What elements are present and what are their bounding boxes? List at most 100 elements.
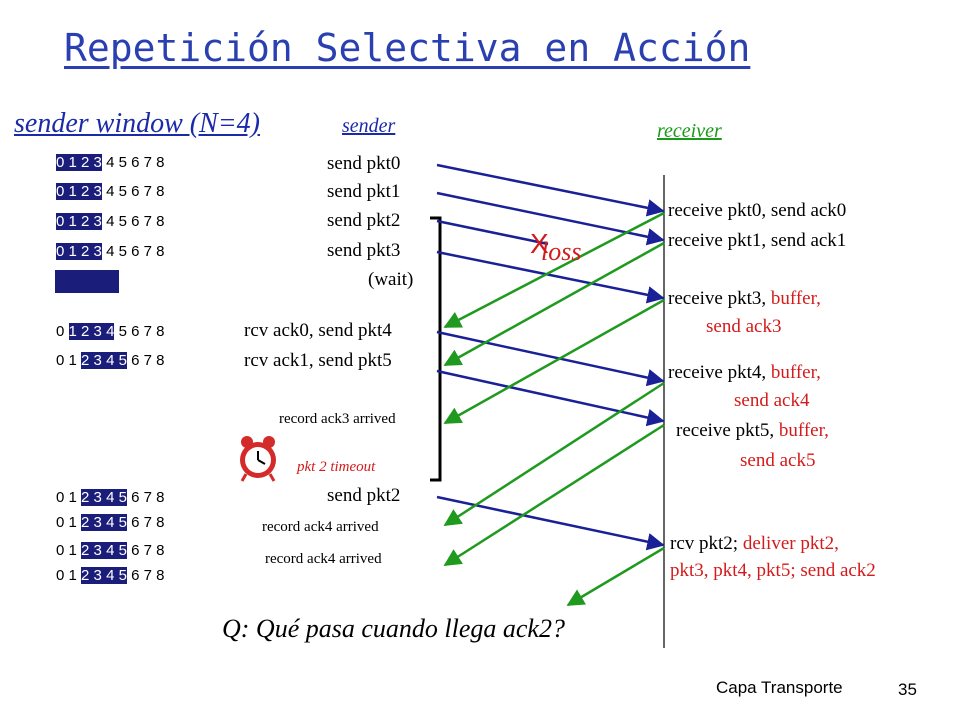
window-seq-gap bbox=[114, 489, 119, 506]
window-seq-number: 1 bbox=[68, 352, 77, 369]
window-seq-gap bbox=[101, 352, 107, 369]
window-seq-number-active: 4 bbox=[106, 542, 115, 559]
window-seq-number-active: 5 bbox=[118, 567, 127, 584]
window-seq-number: 7 bbox=[143, 154, 152, 171]
window-seq-number: 6 bbox=[131, 213, 140, 230]
window-seq-gap bbox=[89, 183, 94, 200]
pkt0-arrow bbox=[436, 163, 665, 217]
window-seq-number: 5 bbox=[118, 183, 127, 200]
window-seq-number: 6 bbox=[131, 567, 140, 584]
ack1-arrow bbox=[443, 241, 665, 367]
event-rcv-ack1: rcv ack1, send pkt5 bbox=[244, 350, 392, 371]
window-seq-gap bbox=[89, 567, 94, 584]
window-seq-number-active: 4 bbox=[106, 323, 115, 340]
window-seq-number: 8 bbox=[156, 213, 165, 230]
window-seq-number: 0 bbox=[56, 542, 65, 559]
window-seq-gap bbox=[101, 567, 107, 584]
window-blocked-bar bbox=[55, 270, 119, 293]
window-seq-gap bbox=[64, 213, 69, 230]
window-seq-number-active: 3 bbox=[93, 352, 102, 369]
window-seq-number-active: 2 bbox=[81, 567, 90, 584]
window-seq-number: 6 bbox=[131, 489, 140, 506]
window-seq-number-active: 2 bbox=[81, 243, 90, 260]
window-seq-number-active: 4 bbox=[106, 352, 115, 369]
window-seq-number-active: 3 bbox=[93, 542, 102, 559]
pkt4-arrow bbox=[436, 330, 665, 387]
window-seq-number-active: 3 bbox=[93, 183, 102, 200]
window-seq-number: 8 bbox=[156, 489, 165, 506]
window-seq-number: 7 bbox=[143, 323, 152, 340]
event-send-ack4: send ack4 bbox=[734, 390, 810, 411]
window-seq-gap bbox=[114, 514, 119, 531]
window-seq-number-active: 1 bbox=[68, 323, 77, 340]
window-seq-number-active: 0 bbox=[56, 183, 65, 200]
window-seq-number-active: 4 bbox=[106, 489, 115, 506]
window-seq-number: 8 bbox=[156, 514, 165, 531]
window-seq-number: 5 bbox=[118, 323, 127, 340]
window-seq-number-active: 0 bbox=[56, 243, 65, 260]
window-seq-gap bbox=[64, 243, 69, 260]
pkt3-arrow bbox=[436, 250, 665, 304]
window-seq-number: 6 bbox=[131, 154, 140, 171]
window-seq-gap bbox=[76, 183, 82, 200]
window-seq-number: 7 bbox=[143, 243, 152, 260]
window-seq-number-active: 1 bbox=[68, 154, 77, 171]
window-seq-number-active: 5 bbox=[118, 352, 127, 369]
window-seq-number: 7 bbox=[143, 352, 152, 369]
window-seq-number: 0 bbox=[56, 352, 65, 369]
event-receive-pkt4: receive pkt4, buffer, bbox=[668, 362, 821, 383]
window-seq-number: 1 bbox=[68, 489, 77, 506]
ack2-arrow bbox=[566, 546, 665, 607]
window-seq-number: 6 bbox=[131, 323, 140, 340]
event-rcv-pkt2: rcv pkt2; deliver pkt2, bbox=[670, 533, 839, 554]
window-seq-number: 8 bbox=[156, 243, 165, 260]
window-seq-number: 0 bbox=[56, 489, 65, 506]
window-seq-gap bbox=[101, 542, 107, 559]
event-wait: (wait) bbox=[368, 269, 414, 290]
event-send-ack5: send ack5 bbox=[740, 450, 816, 471]
window-seq-number-active: 2 bbox=[81, 323, 90, 340]
window-seq-number-active: 1 bbox=[68, 213, 77, 230]
window-seq-number: 8 bbox=[156, 183, 165, 200]
window-seq-gap bbox=[101, 323, 107, 340]
window-seq-number-active: 4 bbox=[106, 567, 115, 584]
window-seq-gap bbox=[89, 323, 94, 340]
window-row: 0 1 2 3 4 5 6 7 8 bbox=[56, 512, 164, 534]
event-resend-pkt2: send pkt2 bbox=[327, 485, 401, 506]
window-seq-number-active: 0 bbox=[56, 213, 65, 230]
slide-title: Repetición Selectiva en Acción bbox=[64, 26, 751, 70]
window-seq-number-active: 3 bbox=[93, 514, 102, 531]
alarm-clock-icon bbox=[240, 436, 276, 482]
loss-mark: X bbox=[530, 228, 549, 259]
ack0-arrow bbox=[443, 211, 665, 329]
window-seq-gap bbox=[76, 154, 82, 171]
window-seq-gap bbox=[89, 352, 94, 369]
window-seq-number: 7 bbox=[143, 567, 152, 584]
window-row: 0 1 2 3 4 5 6 7 8 bbox=[56, 540, 164, 562]
pkt5-arrow bbox=[436, 369, 665, 427]
window-row: 0 1 2 3 4 5 6 7 8 bbox=[56, 241, 164, 263]
window-seq-number: 8 bbox=[156, 567, 165, 584]
window-seq-number: 7 bbox=[143, 514, 152, 531]
window-seq-number-active: 2 bbox=[81, 514, 90, 531]
event-pkt2-timeout: pkt 2 timeout bbox=[297, 459, 376, 475]
ack4-arrow bbox=[443, 381, 665, 527]
window-seq-number-active: 0 bbox=[56, 154, 65, 171]
window-seq-number: 7 bbox=[143, 489, 152, 506]
event-record-ack4-a: record ack4 arrived bbox=[262, 519, 379, 535]
window-seq-number: 5 bbox=[118, 213, 127, 230]
window-seq-number-active: 3 bbox=[93, 154, 102, 171]
window-seq-number: 6 bbox=[131, 183, 140, 200]
window-seq-gap bbox=[114, 352, 119, 369]
window-seq-number: 7 bbox=[143, 183, 152, 200]
window-seq-number-active: 5 bbox=[118, 489, 127, 506]
window-seq-number: 0 bbox=[56, 567, 65, 584]
window-seq-gap bbox=[89, 514, 94, 531]
window-seq-number-active: 3 bbox=[93, 489, 102, 506]
question-text: Q: Qué pasa cuando llega ack2? bbox=[222, 614, 565, 643]
window-seq-number: 8 bbox=[156, 542, 165, 559]
window-seq-number: 8 bbox=[156, 352, 165, 369]
sender-window-label: sender window (N=4) bbox=[14, 108, 260, 139]
ack3-arrow bbox=[443, 298, 665, 425]
